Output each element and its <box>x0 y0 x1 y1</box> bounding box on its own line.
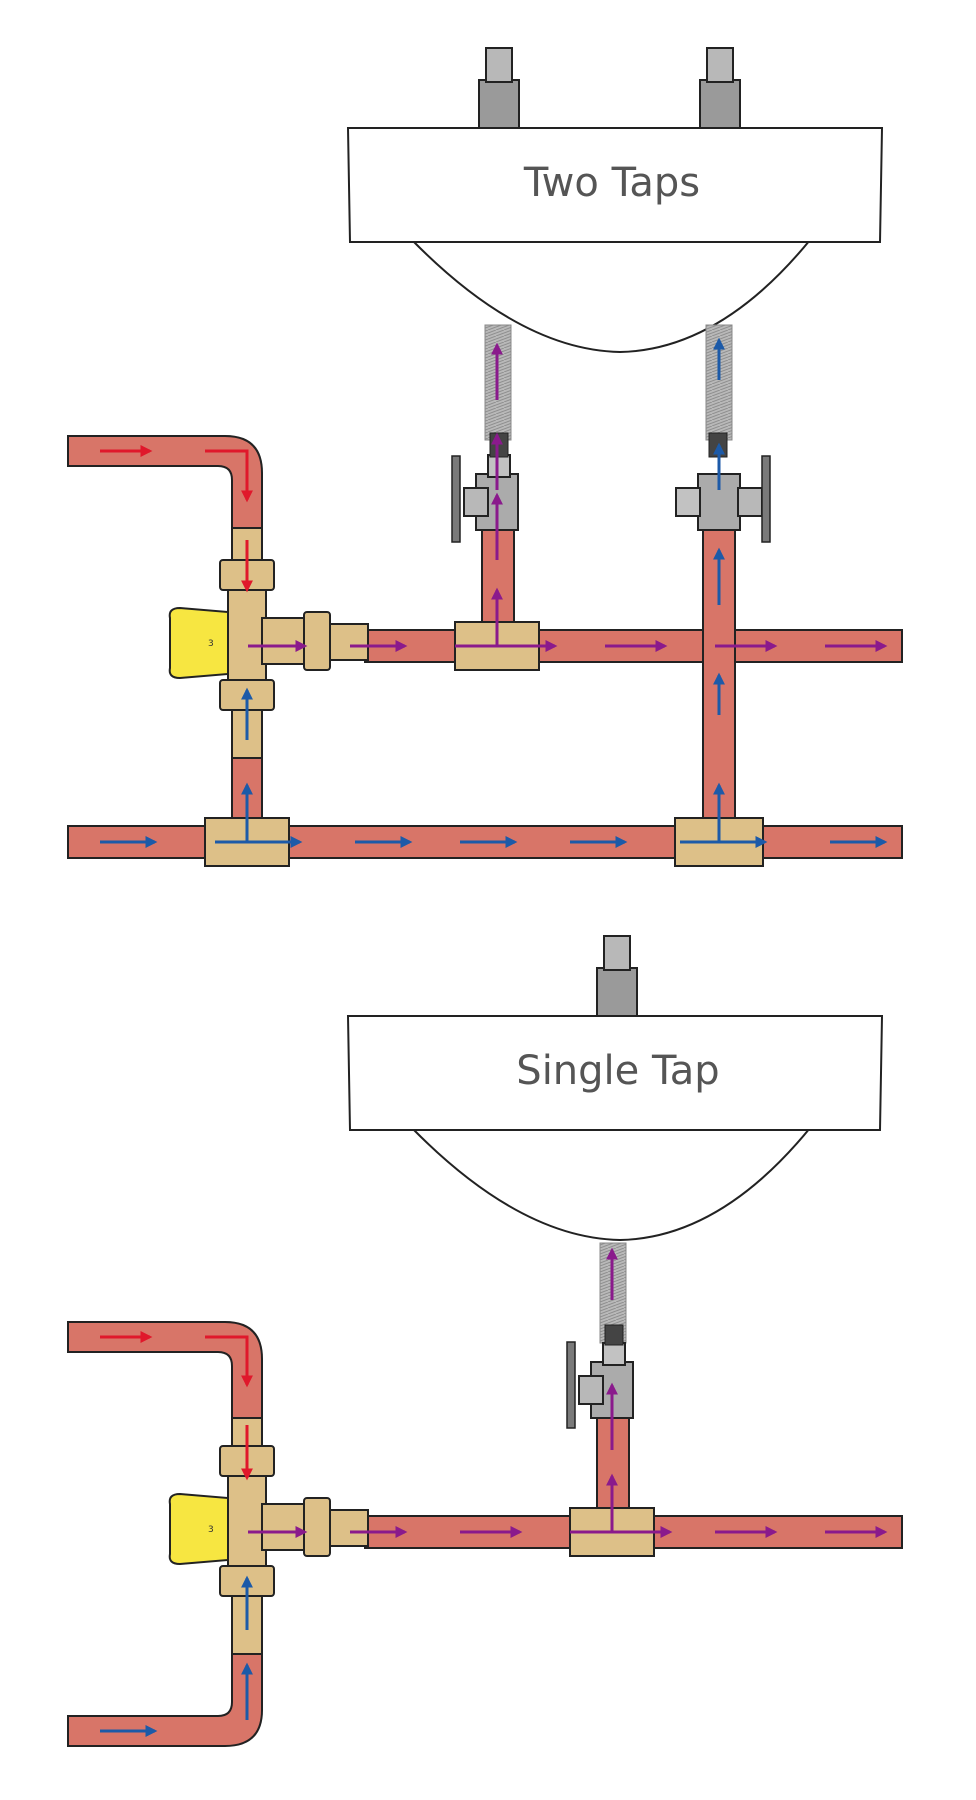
isolation-valve-icon <box>451 432 771 543</box>
mixed-water-arrow <box>248 1247 888 1538</box>
basin-icon <box>346 1015 884 1242</box>
svg-text:3: 3 <box>208 639 214 649</box>
tap-icon <box>478 47 741 129</box>
tap-icon <box>596 935 638 1017</box>
svg-text:3: 3 <box>208 1525 214 1535</box>
mixed-water-arrow <box>248 342 888 652</box>
hot-water-arrow <box>100 445 253 593</box>
isolation-valve-icon <box>566 1324 634 1429</box>
basin-icon <box>346 127 884 354</box>
hot-water-arrow <box>100 1331 253 1481</box>
diagram-title: Two Taps <box>523 160 700 206</box>
two-taps-diagram: Two Taps 3 <box>67 47 903 867</box>
diagram-title: Single Tap <box>516 1048 719 1094</box>
single-tap-diagram: Single Tap 3 <box>67 935 903 1747</box>
cold-water-arrow <box>100 337 888 848</box>
cold-water-arrow <box>100 1575 253 1737</box>
thermostatic-mixing-valve-icon: 3 <box>168 1417 369 1655</box>
thermostatic-mixing-valve-icon: 3 <box>168 527 369 759</box>
